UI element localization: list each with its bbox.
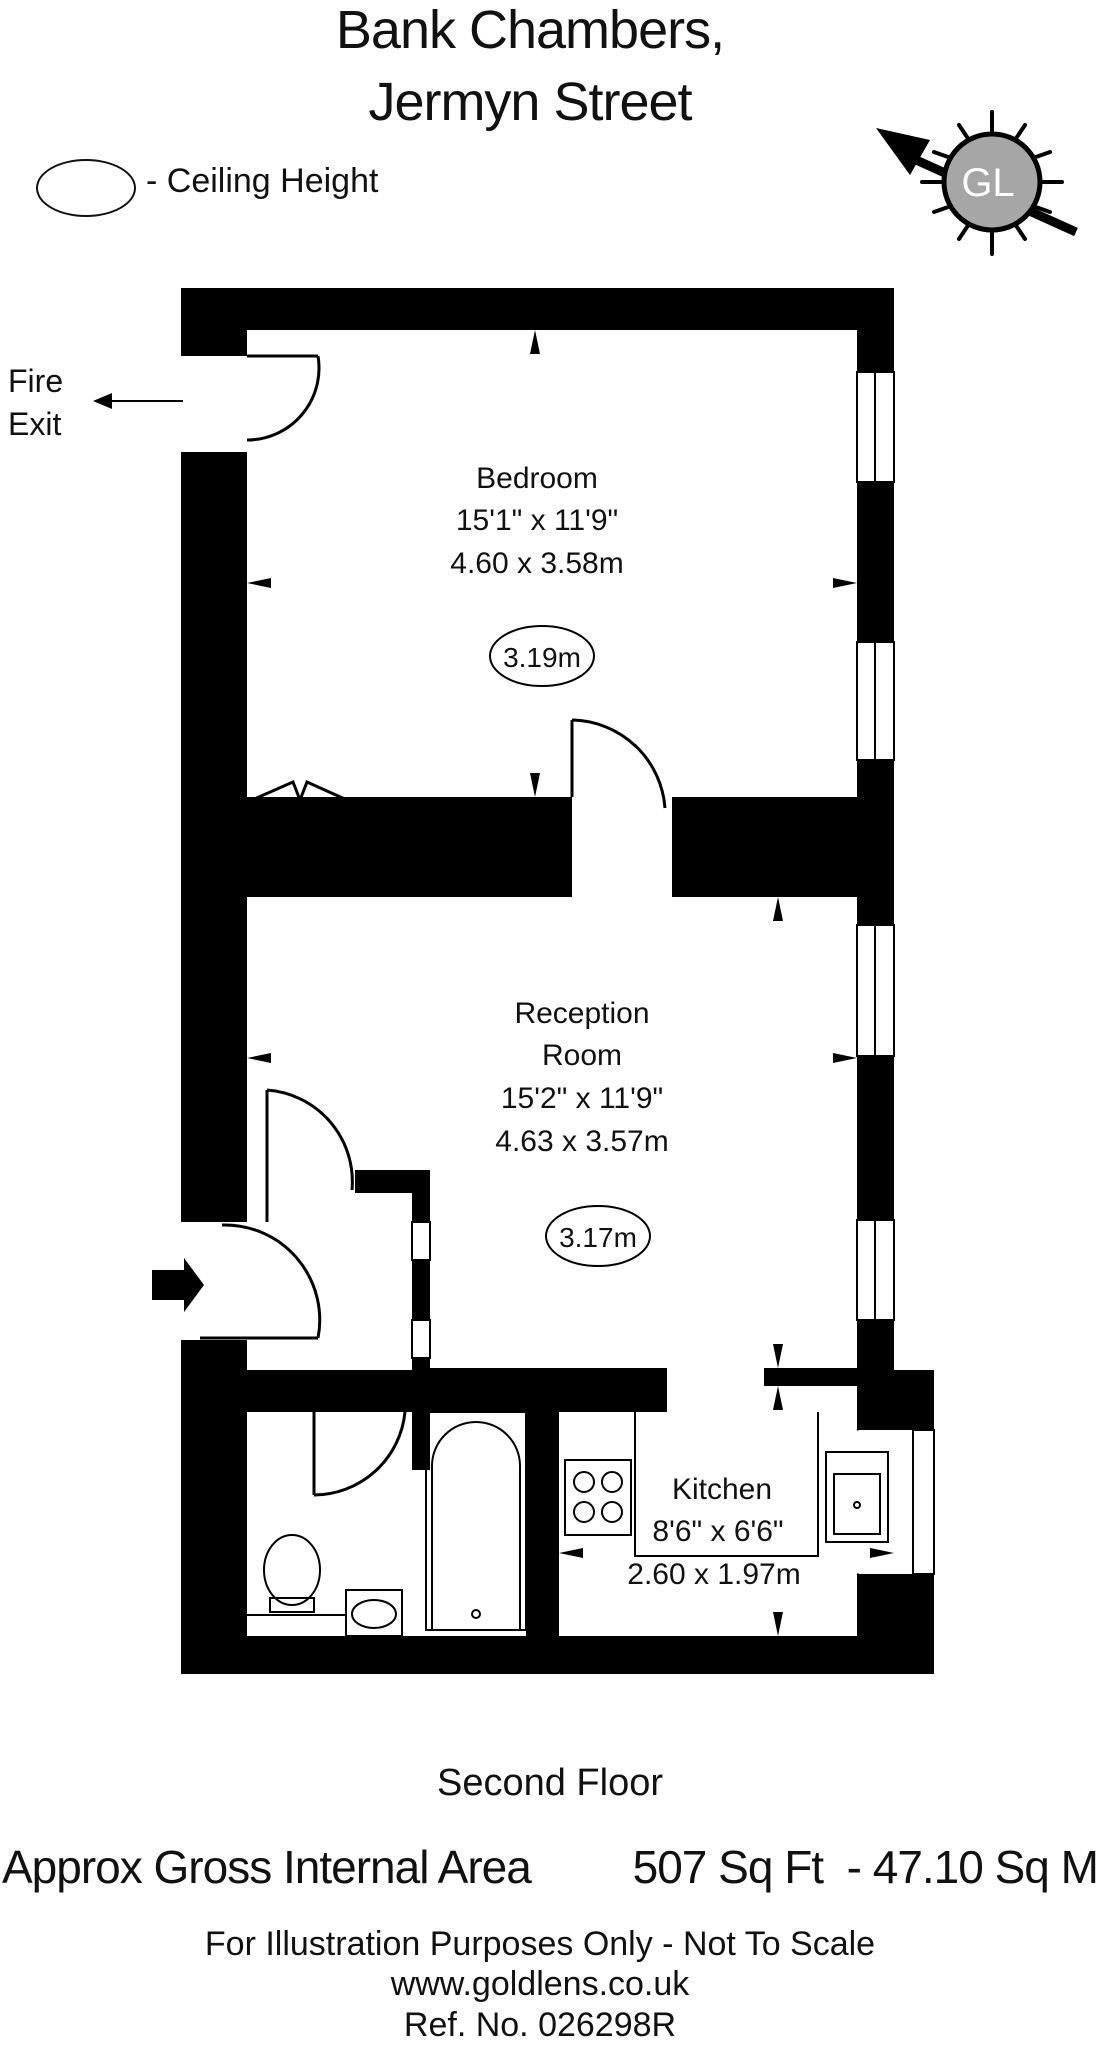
reception-imperial-size: 15'2" x 11'9" — [501, 1082, 663, 1115]
disclaimer: For Illustration Purposes Only - Not To … — [204, 1925, 876, 1963]
fire-exit-label-line1: Fire — [8, 363, 63, 399]
area-value: 507 Sq Ft - 47.10 Sq M — [632, 1841, 1099, 1893]
kitchen-fixtures — [564, 1411, 895, 1591]
floor-label: Second Floor — [436, 1762, 663, 1804]
reception-ceiling-oval-icon — [545, 1205, 651, 1267]
bedroom-imperial-size: 15'1" x 11'9" — [456, 504, 618, 537]
bedroom-ceiling-height: 3.19m — [503, 642, 581, 673]
reception-ceiling-height: 3.17m — [559, 1222, 637, 1253]
fire-exit-arrow-icon — [93, 393, 183, 409]
ceiling-oval-icon — [36, 159, 136, 217]
ceiling-height-legend-label: - Ceiling Height — [146, 162, 379, 200]
windows — [411, 371, 935, 1575]
doors — [200, 354, 667, 1497]
bathroom-fixtures — [247, 1411, 527, 1637]
bedroom-ceiling-oval-icon — [489, 625, 595, 687]
compass-icon — [876, 110, 1078, 256]
reception-name-line1: Reception — [514, 997, 649, 1030]
plan-title-line1: Bank Chambers, — [335, 0, 725, 60]
floor-plan-drawing: GL Fire Exit — [8, 110, 1078, 1674]
bedroom-metric-size: 4.60 x 3.58m — [450, 547, 623, 580]
area-label: Approx Gross Internal Area — [2, 1841, 532, 1893]
bedroom-name: Bedroom — [476, 462, 598, 495]
kitchen-name: Kitchen — [672, 1473, 772, 1506]
website-link[interactable]: www.goldlens.co.uk — [390, 1965, 690, 2003]
kitchen-metric-size: 2.60 x 1.97m — [627, 1558, 800, 1591]
plan-title-line2: Jermyn Street — [368, 72, 692, 132]
compass-logo-text: GL — [961, 161, 1014, 205]
fire-exit-label-line2: Exit — [8, 406, 61, 442]
reception-metric-size: 4.63 x 3.57m — [495, 1125, 668, 1158]
reception-name-line2: Room — [542, 1039, 622, 1072]
dimension-markers — [247, 330, 894, 1636]
ceiling-height-legend: - Ceiling Height — [36, 156, 436, 217]
entrance-arrow-icon — [152, 1258, 204, 1312]
reference-number: Ref. No. 026298R — [403, 2006, 677, 2044]
kitchen-imperial-size: 8'6" x 6'6" — [652, 1515, 783, 1548]
walls — [181, 288, 934, 1674]
